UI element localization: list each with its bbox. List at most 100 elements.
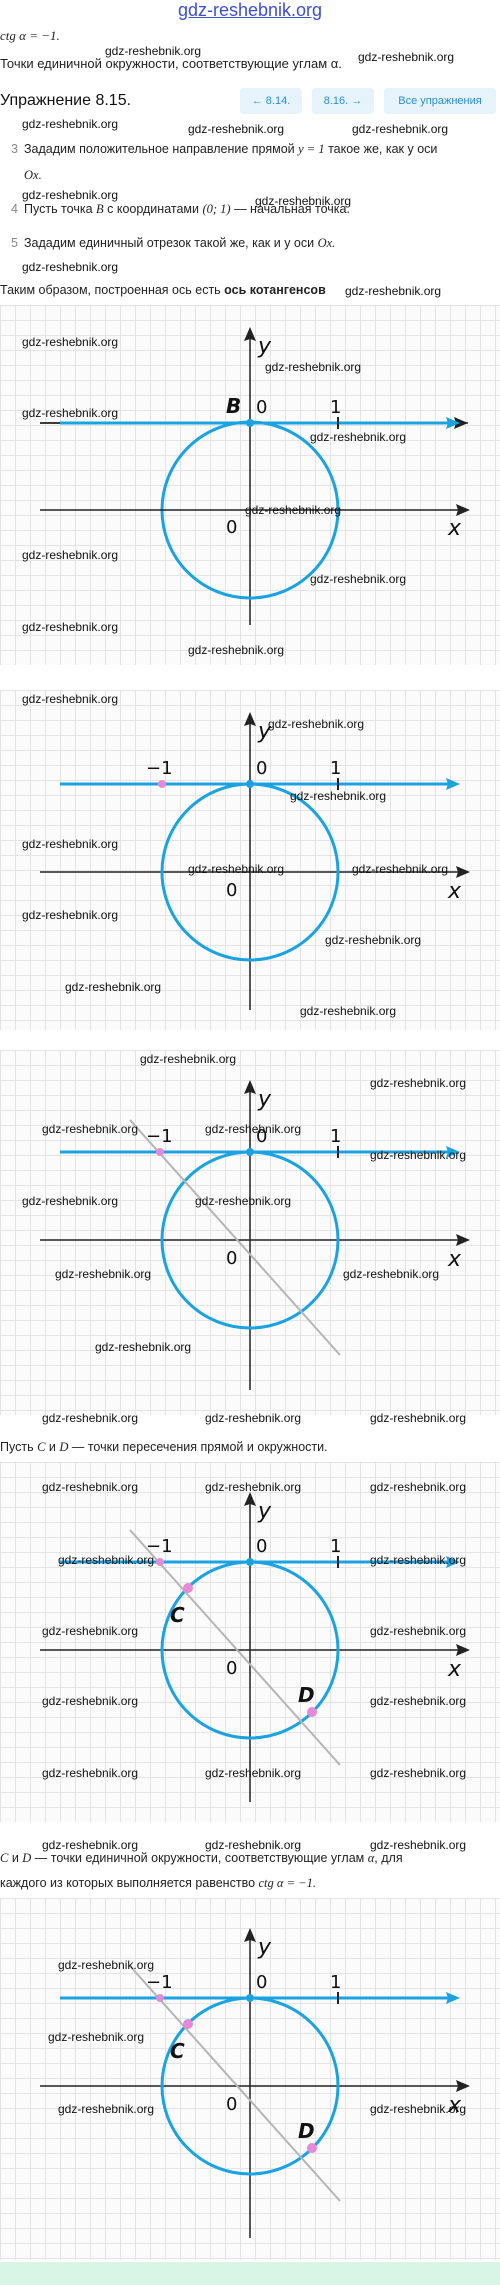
x-axis-label: x <box>447 879 462 904</box>
watermark: gdz-reshebnik.org <box>370 2102 467 2116</box>
y-axis-label: y <box>257 1935 272 1960</box>
watermark: gdz-reshebnik.org <box>370 1766 467 1780</box>
watermark: gdz-reshebnik.org <box>205 1766 302 1780</box>
watermark: gdz-reshebnik.org <box>42 1766 139 1780</box>
one-label: 1 <box>330 397 341 418</box>
formula-line: ctg α = −1. <box>0 28 60 44</box>
watermark: gdz-reshebnik.org <box>370 1076 467 1090</box>
diagram-5-svg: x y 0 0 1 −1 C D <box>40 1928 470 2238</box>
prev-exercise-button[interactable]: ← 8.14. <box>240 88 302 114</box>
watermark: gdz-reshebnik.org <box>22 620 119 634</box>
bottom-band <box>0 2262 500 2285</box>
watermark: gdz-reshebnik.org <box>42 1838 139 1852</box>
watermark: gdz-reshebnik.org <box>65 980 162 994</box>
watermark: gdz-reshebnik.org <box>22 1194 119 1208</box>
x-axis-label: x <box>447 2093 462 2118</box>
next-exercise-button[interactable]: 8.16. → <box>312 88 374 114</box>
diagram-2: x y 0 0 1 −1 <box>0 690 500 1030</box>
watermark: gdz-reshebnik.org <box>42 1480 139 1494</box>
watermark: gdz-reshebnik.org <box>255 194 352 208</box>
arrow-right-icon: → <box>348 95 363 107</box>
sentence-cd: Пусть C и D — точки пересечения прямой и… <box>0 1440 328 1454</box>
diagram-3: x y 0 0 1 −1 <box>0 1050 500 1415</box>
watermark: gdz-reshebnik.org <box>310 572 407 586</box>
origin-label: 0 <box>226 517 237 538</box>
watermark: gdz-reshebnik.org <box>370 1694 467 1708</box>
y-axis-label: y <box>257 719 272 744</box>
watermark: gdz-reshebnik.org <box>22 188 119 202</box>
watermark: gdz-reshebnik.org <box>343 1267 440 1281</box>
exercise-header: Упражнение 8.15. ← 8.14. 8.16. → Все упр… <box>0 84 500 120</box>
watermark: gdz-reshebnik.org <box>22 692 119 706</box>
y-axis-label: y <box>257 1087 272 1112</box>
minus-one-label: −1 <box>146 1972 173 1993</box>
watermark: gdz-reshebnik.org <box>22 335 119 349</box>
watermark: gdz-reshebnik.org <box>325 933 422 947</box>
diagram-4: x y 0 0 1 −1 C D <box>0 1462 500 1822</box>
watermark: gdz-reshebnik.org <box>370 1411 467 1425</box>
watermark: gdz-reshebnik.org <box>188 122 285 136</box>
watermark: gdz-reshebnik.org <box>188 862 285 876</box>
watermark: gdz-reshebnik.org <box>22 117 119 131</box>
watermark: gdz-reshebnik.org <box>22 908 119 922</box>
watermark: gdz-reshebnik.org <box>370 1148 467 1162</box>
origin-label: 0 <box>226 880 237 901</box>
ctg-formula: ctg α = −1. <box>0 28 60 43</box>
point-C-label: C <box>170 1603 185 1627</box>
diagram-2-svg: x y 0 0 1 −1 <box>40 712 470 1010</box>
watermark: gdz-reshebnik.org <box>205 1411 302 1425</box>
watermark: gdz-reshebnik.org <box>42 1122 139 1136</box>
watermark: gdz-reshebnik.org <box>245 503 342 517</box>
diagram-5: x y 0 0 1 −1 C D <box>0 1898 500 2260</box>
watermark: gdz-reshebnik.org <box>55 1267 152 1281</box>
one-label: 1 <box>330 1972 341 1993</box>
x-axis-label: x <box>447 1657 462 1682</box>
diagram-3-svg: x y 0 0 1 −1 <box>40 1080 470 1390</box>
arrow-left-icon: ← <box>251 95 266 107</box>
exercise-title: Упражнение 8.15. <box>0 92 132 109</box>
minus-one-label: −1 <box>146 1536 173 1557</box>
step-3-line2: Ox. <box>24 168 42 182</box>
one-label: 1 <box>330 758 341 779</box>
watermark: gdz-reshebnik.org <box>370 1553 467 1567</box>
watermark: gdz-reshebnik.org <box>352 122 449 136</box>
zero-label: 0 <box>256 397 267 418</box>
watermark: gdz-reshebnik.org <box>22 548 119 562</box>
site-title[interactable]: gdz-reshebnik.org <box>177 0 323 20</box>
watermark: gdz-reshebnik.org <box>310 430 407 444</box>
origin-label: 0 <box>226 1658 237 1679</box>
diagram-1: x y 0 0 1 B <box>0 305 500 665</box>
minus-one-label: −1 <box>146 758 173 779</box>
watermark: gdz-reshebnik.org <box>140 1052 237 1066</box>
zero-label: 0 <box>256 1536 267 1557</box>
watermark: gdz-reshebnik.org <box>265 360 362 374</box>
all-exercises-button[interactable]: Все упражнения <box>384 88 496 114</box>
watermark: gdz-reshebnik.org <box>345 284 442 298</box>
watermark: gdz-reshebnik.org <box>195 1194 292 1208</box>
zero-label: 0 <box>256 1972 267 1993</box>
x-axis-label: x <box>447 516 462 541</box>
watermark: gdz-reshebnik.org <box>268 717 365 731</box>
one-label: 1 <box>330 1126 341 1147</box>
diagram-1-svg: x y 0 0 1 B <box>40 327 470 625</box>
watermark: gdz-reshebnik.org <box>205 1838 302 1852</box>
zero-label: 0 <box>256 758 267 779</box>
point-C-label: C <box>170 2039 185 2063</box>
y-axis-label: y <box>257 1499 272 1524</box>
origin-label: 0 <box>226 1248 237 1269</box>
watermark: gdz-reshebnik.org <box>22 260 119 274</box>
final-line-2: каждого из которых выполняется равенство… <box>0 1876 316 1890</box>
watermark: gdz-reshebnik.org <box>105 44 202 58</box>
watermark: gdz-reshebnik.org <box>95 1340 192 1354</box>
watermark: gdz-reshebnik.org <box>22 837 119 851</box>
point-D-label: D <box>298 1683 315 1707</box>
watermark: gdz-reshebnik.org <box>205 1122 302 1136</box>
watermark: gdz-reshebnik.org <box>352 862 449 876</box>
one-label: 1 <box>330 1536 341 1557</box>
watermark: gdz-reshebnik.org <box>188 643 285 657</box>
diagram-4-svg: x y 0 0 1 −1 C D <box>40 1492 470 1802</box>
minus-one-label: −1 <box>146 1126 173 1147</box>
watermark: gdz-reshebnik.org <box>290 789 387 803</box>
